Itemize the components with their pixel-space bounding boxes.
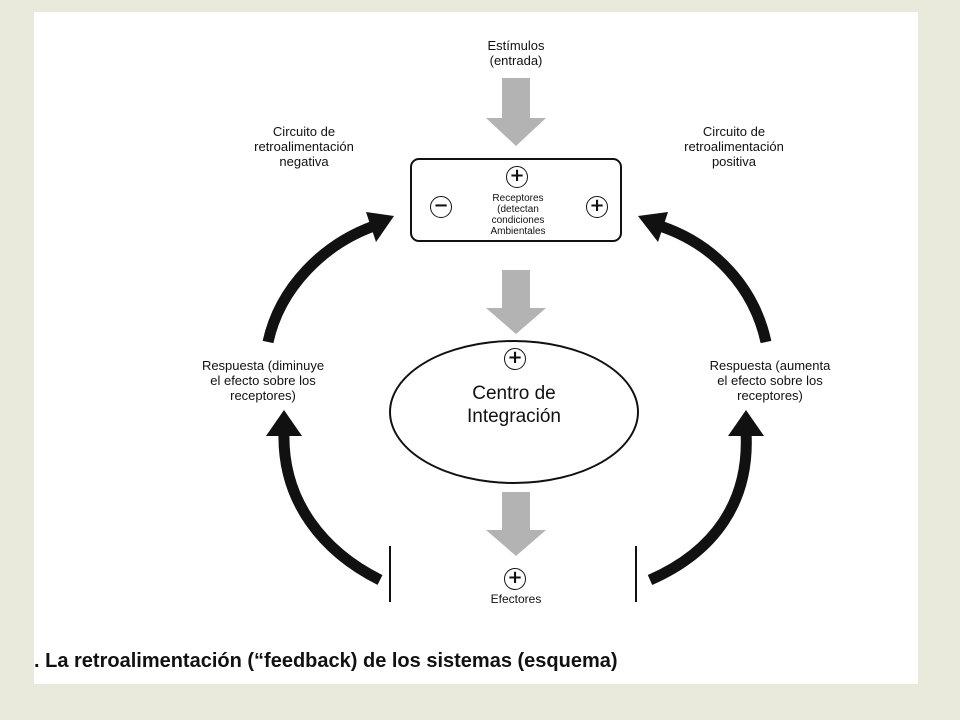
response-increase-label: Respuesta (aumenta el efecto sobre los r… [709,358,831,403]
integration-center-label: Centro de Integración [466,383,561,427]
feedback-diagram [262,78,772,602]
plus-sign-top: + [506,166,528,188]
receptors-box: + − + Receptores (detectan condiciones A… [410,158,622,242]
receptors-text: Receptores (detectan condiciones Ambient… [490,193,546,237]
response-decrease-label: Respuesta (diminuye el efecto sobre los … [201,358,325,403]
arrow-right-upper-head [638,212,668,242]
arrow-left-upper [262,220,376,344]
minus-sign: − [430,196,452,218]
plus-sign-effectors: + [504,568,526,590]
stimuli-label: Estímulos (entrada) [487,38,545,68]
arrow-left-lower-head [266,410,302,436]
arrow-right-lower [647,431,752,586]
negative-loop-label: Circuito de retroalimentación negativa [254,124,354,169]
arrow-receptors-to-center [486,270,546,334]
integration-center-circle: Centro de Integración [389,340,639,484]
arrow-left-upper-head [366,212,394,242]
plus-sign-right: + [586,196,608,218]
arrow-stimuli-to-receptors [486,78,546,146]
arrow-center-to-effectors [486,492,546,556]
effectors-label: Efectores [490,592,542,606]
arrow-right-upper [658,220,772,344]
arrow-right-lower-head [728,410,764,436]
slide: Estímulos (entrada) Circuito de retroali… [34,12,918,684]
figure-caption: . La retroalimentación (“feedback) de lo… [34,650,618,672]
arrow-left-lower [278,431,383,585]
positive-loop-label: Circuito de retroalimentación positiva [684,124,784,169]
